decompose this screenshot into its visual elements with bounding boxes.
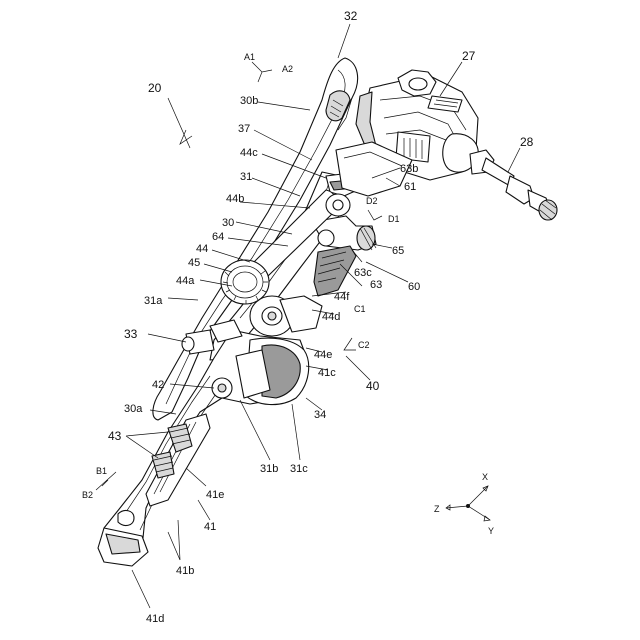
label-42: 42 — [152, 379, 164, 391]
label-34: 34 — [314, 409, 326, 421]
label-64: 64 — [212, 231, 224, 243]
label-30: 30 — [222, 217, 234, 229]
label-63c: 63c — [354, 267, 372, 279]
label-44d: 44d — [322, 311, 340, 323]
label-63: 63 — [370, 279, 382, 291]
label-44a: 44a — [176, 275, 195, 287]
label-44e: 44e — [314, 349, 332, 361]
rack-43 — [146, 414, 210, 506]
label-31b: 31b — [260, 463, 278, 475]
label-63b: 63b — [400, 163, 418, 175]
label-C1: C1 — [354, 304, 366, 314]
label-41e: 41e — [206, 489, 224, 501]
label-61: 61 — [404, 181, 416, 193]
label-44: 44 — [196, 243, 208, 255]
label-D2: D2 — [366, 196, 378, 206]
label-X: X — [482, 472, 488, 482]
label-44c: 44c — [240, 147, 258, 159]
label-A1: A1 — [244, 52, 255, 62]
label-30a: 30a — [124, 403, 143, 415]
label-44b: 44b — [226, 193, 244, 205]
label-20: 20 — [148, 81, 162, 95]
label-31: 31 — [240, 171, 252, 183]
label-B1: B1 — [96, 466, 107, 476]
label-A2: A2 — [282, 64, 293, 74]
label-Y: Y — [488, 526, 494, 536]
label-27: 27 — [462, 49, 476, 63]
label-28: 28 — [520, 135, 534, 149]
label-C2: C2 — [358, 340, 370, 350]
axis-indicator — [446, 486, 490, 521]
label-41c: 41c — [318, 367, 336, 379]
label-31c: 31c — [290, 463, 308, 475]
label-32: 32 — [344, 9, 358, 23]
label-43: 43 — [108, 429, 122, 443]
label-40: 40 — [366, 379, 380, 393]
label-33: 33 — [124, 327, 138, 341]
label-B2: B2 — [82, 490, 93, 500]
label-65: 65 — [392, 245, 404, 257]
label-45: 45 — [188, 257, 200, 269]
label-41: 41 — [204, 521, 216, 533]
label-37: 37 — [238, 123, 250, 135]
label-44f: 44f — [334, 291, 350, 303]
label-D1: D1 — [388, 214, 400, 224]
label-60: 60 — [408, 281, 420, 293]
label-31a: 31a — [144, 295, 163, 307]
label-41d: 41d — [146, 613, 164, 625]
label-41b: 41b — [176, 565, 194, 577]
label-30b: 30b — [240, 95, 258, 107]
label-Z: Z — [434, 504, 440, 514]
